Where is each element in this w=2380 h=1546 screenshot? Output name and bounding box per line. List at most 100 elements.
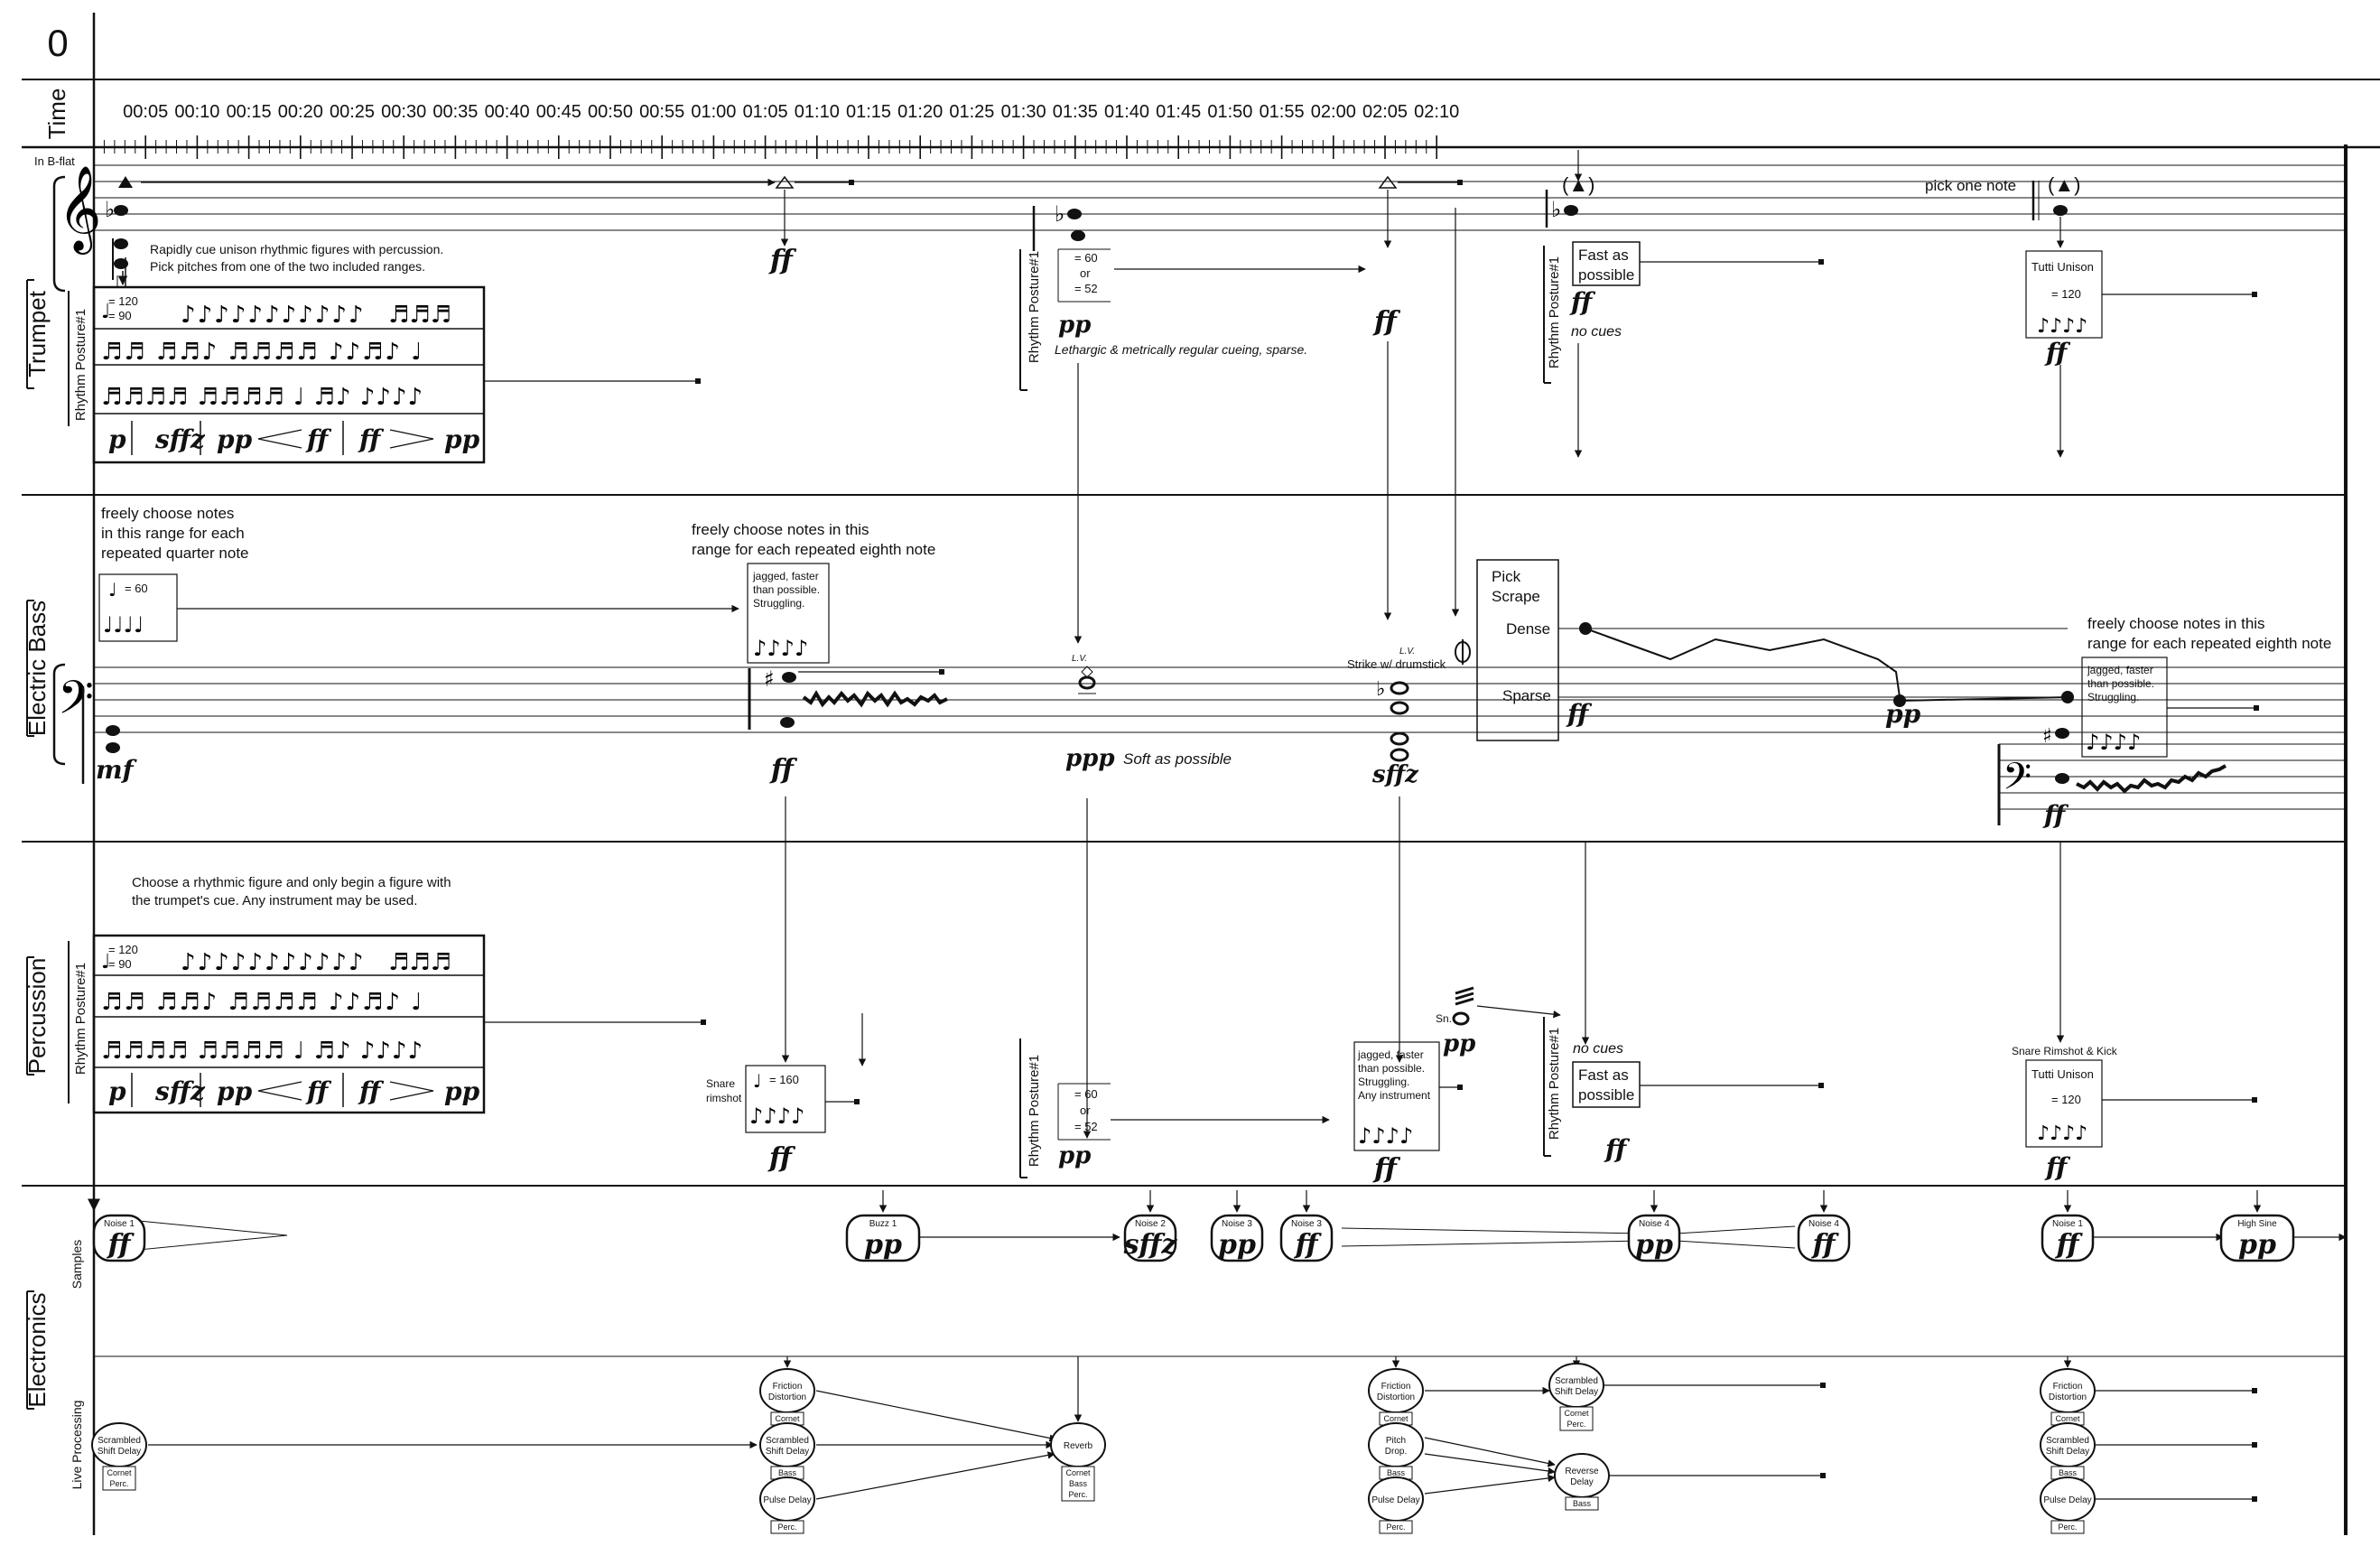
decrescendo-hairpin [389, 1081, 434, 1101]
live-processing-label: Live Processing [70, 1401, 84, 1490]
timeline-label: 01:25 [949, 102, 994, 122]
svg-text:ff: ff [769, 754, 798, 786]
svg-text:= 160: = 160 [769, 1073, 799, 1086]
processing-node-label: Distortion [1377, 1392, 1415, 1402]
processing-node-source: Cornet [1065, 1468, 1091, 1477]
processing-node-label: Pitch [1386, 1436, 1406, 1446]
percussion-section: Choose a rhythmic figure and only begin … [68, 842, 2257, 1185]
processing-node-source: Perc. [109, 1479, 128, 1488]
timeline-label: 01:45 [1156, 102, 1201, 122]
processing-node-label: Shift Delay [1555, 1387, 1598, 1397]
dynamic-mark: pp [217, 424, 253, 454]
trumpet-lethargic: Lethargic & metrically regular cueing, s… [1055, 342, 1307, 357]
svg-text:Tutti Unison: Tutti Unison [2031, 1067, 2094, 1081]
sample-bubble: Noise 3pp [1210, 1214, 1264, 1262]
svg-text:ff: ff [1566, 699, 1593, 729]
svg-text:= 60: = 60 [1074, 1087, 1098, 1101]
timeline-label: 00:55 [639, 102, 684, 122]
sample-dynamic: ff [107, 1229, 135, 1261]
svg-text:freely choose notes in this: freely choose notes in this [692, 521, 869, 538]
svg-text:ppp: ppp [1065, 745, 1115, 772]
svg-text:Rhythm Posture#1: Rhythm Posture#1 [1027, 251, 1042, 363]
processing-node-source: Cornet [107, 1468, 132, 1477]
sample-dynamic: pp [1218, 1229, 1256, 1261]
svg-text:= 90: = 90 [108, 957, 132, 971]
sample-dynamic: ff [1811, 1229, 1840, 1261]
svg-text:jagged, faster: jagged, faster [1357, 1048, 1424, 1061]
sample-bubble: Buzz 1pp [845, 1214, 921, 1262]
svg-text:♭: ♭ [1376, 678, 1385, 701]
sample-bubble: Noise 4ff [1797, 1214, 1851, 1262]
timeline-label: 00:35 [432, 102, 478, 122]
svg-text:♬♬♬♬ ♬♬♬♬ ♩ ♬♪ ♪♪♪♪: ♬♬♬♬ ♬♬♬♬ ♩ ♬♪ ♪♪♪♪ [101, 1038, 423, 1065]
timeline-label: 00:25 [330, 102, 375, 122]
timeline-label: 01:20 [897, 102, 943, 122]
trumpet-intro-line2: Pick pitches from one of the two include… [150, 259, 425, 274]
svg-text:♪♪♪♪♪♪♪♪♪♪♪: ♪♪♪♪♪♪♪♪♪♪♪ [181, 949, 366, 976]
svg-text:pp: pp [1058, 1142, 1091, 1169]
svg-text:♩: ♩ [101, 301, 110, 323]
svg-text:range for each repeated eighth: range for each repeated eighth note [2087, 635, 2331, 652]
svg-text:Struggling.: Struggling. [1358, 1076, 1409, 1088]
svg-text:Sparse: Sparse [1502, 687, 1551, 704]
dynamic-mark: ff [358, 424, 385, 454]
dynamic-mark: ff [305, 1076, 332, 1106]
svg-text:Rhythm Posture#1: Rhythm Posture#1 [1547, 1028, 1562, 1140]
trumpet-ff-0155: ff [2044, 338, 2071, 368]
sample-name: Noise 2 [1135, 1219, 1166, 1229]
svg-text:♭: ♭ [105, 197, 115, 222]
svg-text:Rhythm Posture#1: Rhythm Posture#1 [1027, 1055, 1042, 1167]
timeline-label: 00:50 [588, 102, 633, 122]
sample-name: Noise 1 [2052, 1219, 2083, 1229]
svg-text:♯: ♯ [764, 666, 775, 692]
svg-text:♬♬ ♬♬♪ ♬♬♬♬ ♪♪♬♪ ♩: ♬♬ ♬♬♪ ♬♬♬♬ ♪♪♬♪ ♩ [101, 989, 423, 1016]
processing-node-label: Friction [1381, 1382, 1411, 1392]
processing-node-label: Pulse Delay [763, 1495, 811, 1505]
dynamic-mark: ff [358, 1076, 385, 1106]
sample-dynamic: pp [2238, 1229, 2276, 1261]
svg-text:= 60: = 60 [125, 582, 148, 595]
timeline-label: 01:55 [1260, 102, 1305, 122]
svg-text:or: or [1080, 266, 1091, 280]
samples-label: Samples [70, 1240, 84, 1289]
svg-text:mf: mf [96, 755, 138, 785]
trumpet-fast-2: possible [1578, 266, 1634, 284]
sample-name: Noise 3 [1291, 1219, 1322, 1229]
svg-text:Choose a rhythmic figure and o: Choose a rhythmic figure and only begin … [132, 875, 451, 890]
svg-text:♬♬♬♬ ♬♬♬♬ ♩ ♬♪ ♪♪♪♪: ♬♬♬♬ ♬♬♬♬ ♩ ♬♪ ♪♪♪♪ [101, 384, 423, 411]
page-number: 0 [47, 22, 68, 64]
processing-node-label: Distortion [2049, 1392, 2087, 1402]
svg-text:♪♪♪♪: ♪♪♪♪ [2037, 315, 2087, 338]
svg-text:L.V.: L.V. [1399, 647, 1415, 657]
processing-node-source: Bass [1069, 1479, 1088, 1488]
processing-node-source: Perc. [1386, 1523, 1405, 1532]
timeline-label: 00:45 [536, 102, 581, 122]
timeline-label: 01:30 [1001, 102, 1046, 122]
sample-name: High Sine [2237, 1219, 2277, 1229]
svg-text:♭: ♭ [1551, 197, 1561, 222]
decrescendo-hairpin [389, 429, 434, 449]
svg-text:♯: ♯ [2042, 725, 2052, 748]
trumpet-rhythm-posture-box: Rhythm Posture#1 = 120 = 90 ♩ ♪♪♪♪♪♪♪♪♪♪… [68, 275, 701, 464]
dynamic-mark: pp [444, 1076, 480, 1106]
svg-text:= 120: = 120 [2051, 1093, 2081, 1106]
svg-text:Rhythm Posture#1: Rhythm Posture#1 [73, 963, 88, 1075]
svg-text:♪♪♪♪: ♪♪♪♪ [749, 1104, 804, 1129]
processing-node-source: Bass [1573, 1499, 1592, 1508]
svg-text:L.V.: L.V. [1072, 654, 1087, 664]
svg-text:♬♬♬: ♬♬♬ [388, 302, 451, 329]
timeline-label: 01:05 [743, 102, 788, 122]
processing-node-source: Bass [1387, 1468, 1406, 1477]
svg-text:Struggling.: Struggling. [753, 597, 804, 610]
svg-text:or: or [1080, 1104, 1091, 1117]
svg-text:= 52: = 52 [1074, 282, 1098, 295]
sample-dynamic: ff [1294, 1229, 1323, 1261]
